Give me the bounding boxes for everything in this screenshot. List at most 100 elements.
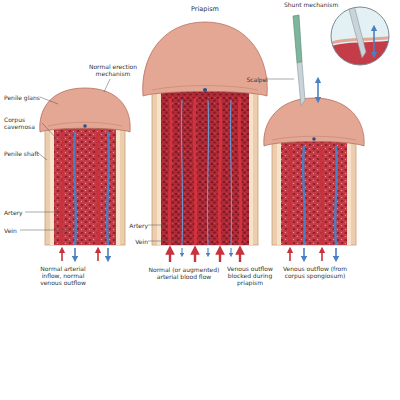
label-box: Priapism [175,6,235,14]
leader-line [104,79,110,92]
flow-arrows-left [62,248,108,261]
flow-arrows-middle [169,250,171,262]
leader-line [40,97,58,104]
vessel-middle [219,98,221,245]
vessel-middle [194,98,196,245]
shaft-right [281,140,347,245]
label-box: Penile shaft [4,150,40,157]
shaft-right [272,138,356,245]
part-label: Vein [124,238,148,245]
shaft-middle [152,88,258,245]
part-label: Venous outflow (from corpus spongiosum) [282,265,348,279]
shunt-inset [325,5,395,70]
flow-arrows-right [335,248,337,259]
glans-left [40,88,130,132]
shaft-middle [157,88,253,245]
vessel-middle [230,100,231,245]
label-box: Artery [124,222,148,229]
label-box: Venous outflow blocked during priapism [224,265,276,287]
flow-arrows-middle [170,248,240,262]
vessel-middle [181,100,182,245]
glans-middle [203,88,207,92]
glans-left [83,124,87,128]
flow-arrows-middle [194,250,196,262]
shaft-left [50,120,120,245]
part-label: Penile glans [4,94,44,101]
shaft-left [54,122,116,245]
vessel-left [97,132,99,245]
leader-line [148,225,168,226]
leader-line [38,153,47,160]
label-box: Artery [4,209,34,216]
flow-arrows-right [289,250,291,261]
part-label: Penile shaft [4,150,40,157]
vessel-left [61,132,63,245]
vessel-right [303,146,305,245]
vessel-left [61,132,109,245]
part-label: Normal arterial inflow, normal venous ou… [30,265,96,287]
vessel-right [335,146,337,245]
scalpel [297,62,305,106]
flow-arrows-left [97,250,99,261]
glans-middle [143,22,268,96]
shunt-flow-arrow [317,80,319,90]
flow-arrows-right [303,248,305,259]
part-label: Normal (or augmented) arterial blood flo… [146,266,222,280]
label-box: Vein [4,227,34,234]
vessel-right [289,146,291,245]
flow-arrows-right [321,250,323,261]
label-box: Shunt mechanism [284,1,344,8]
vessel-middle [207,100,208,245]
leader-line [20,230,73,231]
vessel-middle [239,98,241,245]
shaft-right [272,138,356,245]
vessel-right [289,146,337,245]
shunt-flow-arrow [317,90,319,100]
part-label: Artery [4,209,34,216]
part-label: Normal erection mechanism [86,63,140,77]
glans-right [264,98,364,146]
part-label: Scalpel [236,76,268,83]
flow-arrows-middle [207,248,208,255]
vessel-middle [169,98,241,245]
vessel-left [107,132,109,245]
flow-arrows-right [290,248,336,261]
glans-right [264,98,364,146]
label-box: Corpus cavernosa [4,116,44,130]
leader-line [148,241,180,242]
leader-line [20,79,294,241]
shunt-flow-arrow [318,80,319,100]
part-label: Priapism [175,6,235,14]
label-box: Penile glans [4,94,44,101]
vessel-right [321,146,323,245]
part-label: Corpus cavernosa [4,116,44,130]
flow-arrows-middle [219,250,221,262]
label-box: Normal (or augmented) arterial blood flo… [146,266,222,280]
flow-arrows-middle [181,248,182,255]
label-box: Normal arterial inflow, normal venous ou… [30,265,96,287]
shaft-right [277,138,351,245]
leader-line [25,212,60,213]
flow-arrows-left [107,248,109,259]
shunt-inset [373,42,375,55]
shunt-inset [325,5,395,70]
leader-line [268,79,294,80]
label-box: Scalpel [236,76,268,83]
part-label: Shunt mechanism [284,1,344,8]
shaft-middle [161,90,249,245]
vessel-left [74,132,76,245]
shaft-middle [152,88,258,245]
flow-arrows-left [61,250,63,261]
flow-arrows-middle [239,250,241,262]
glans-middle [143,22,268,96]
part-label: Artery [124,222,148,229]
scalpel [293,15,305,106]
shunt-inset [348,5,366,58]
flow-arrows-left [74,248,76,259]
leader-line [42,123,58,140]
label-box: Normal erection mechanism [86,63,140,77]
glans-right [272,136,356,140]
label-box: Vein [124,238,148,245]
shunt-inset [373,28,375,42]
